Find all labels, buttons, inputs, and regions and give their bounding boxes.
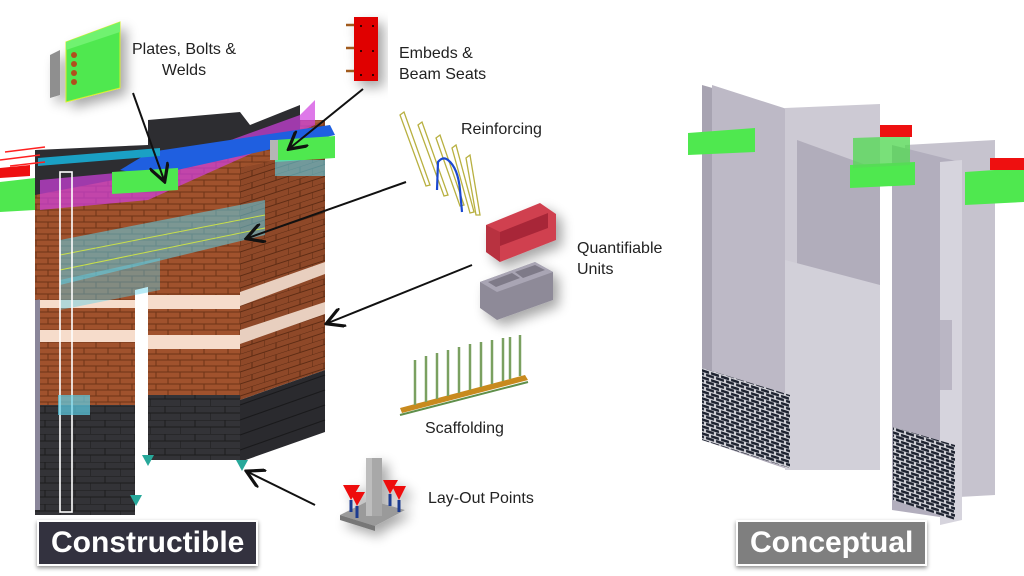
arrow-units (328, 264, 473, 323)
label-embeds-line2: Beam Seats (399, 66, 486, 83)
label-scaffolding: Scaffolding (425, 420, 504, 437)
arrow-reinforcing (248, 181, 407, 238)
label-units-line1: Quantifiable (577, 240, 662, 257)
arrow-layout (248, 472, 316, 506)
label-embeds-line1: Embeds & (399, 45, 473, 62)
layout-points-icon (340, 458, 406, 531)
bond-beam (0, 100, 335, 210)
constructible-model (0, 100, 335, 515)
label-plates-line2: Welds (162, 62, 206, 79)
constructible-badge: Constructible (37, 520, 259, 566)
conceptual-badge: Conceptual (736, 520, 928, 566)
cmu-block-icon (480, 262, 553, 320)
vertical-rebar-cage (58, 171, 90, 513)
conceptual-model (688, 85, 1024, 525)
reinforcing-icon (399, 110, 481, 216)
model-layout-markers (130, 455, 248, 506)
callout-arrows (132, 88, 473, 506)
label-layout-points: Lay-Out Points (428, 490, 534, 507)
bond-beam-block-icon (486, 203, 556, 262)
arrow-embeds (290, 88, 364, 148)
right-pier (148, 232, 326, 462)
label-plates-line1: Plates, Bolts & (132, 41, 236, 58)
label-reinforcing: Reinforcing (461, 121, 542, 138)
scaffolding-icon (399, 335, 529, 416)
embed-plate-icon (346, 17, 378, 81)
arrow-plates (132, 92, 164, 180)
label-units-line2: Units (577, 261, 613, 278)
plates-bolts-welds-icon (50, 21, 121, 103)
